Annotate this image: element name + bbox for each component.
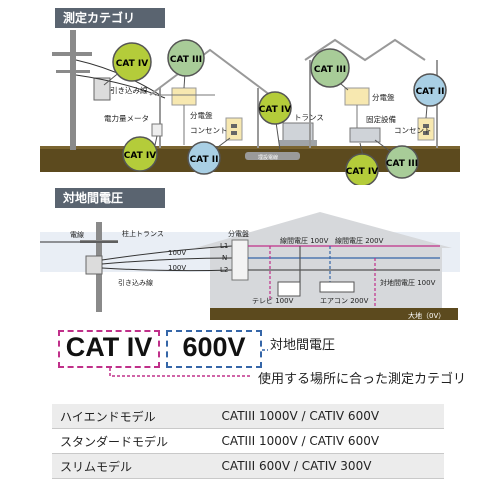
cat-bubble: CAT IV (345, 153, 379, 185)
voltage-rating-label: 対地間電圧 (270, 338, 336, 353)
label-service-drop: 引き込み線 (118, 278, 153, 287)
cat-bubble: CAT III (310, 48, 350, 88)
label-100v-bottom: 100V (168, 264, 186, 272)
cat-bubble: CAT III (385, 145, 419, 179)
bubble-label: CAT IV (124, 151, 156, 161)
table-row: スリムモデル CATIII 600V / CATIV 300V (52, 453, 444, 479)
panel-left-box (171, 87, 197, 106)
label-service-drop: 引き込み線 (110, 85, 148, 95)
label-panel: 分電盤 (228, 229, 249, 238)
label-aircon: エアコン 200V (320, 297, 369, 305)
bubble-label: CAT II (416, 87, 445, 97)
tv-icon (277, 281, 301, 297)
label-meter: 電力量メータ (104, 113, 149, 123)
cat-bubble: CAT IV (122, 136, 158, 172)
voltage-diagram: 電線 柱上トランス 引き込み線 100V 100V 分電盤 L1 N L2 線間… (40, 212, 460, 320)
label-ground-voltage: 対地間電圧 100V (380, 278, 436, 287)
table-row: スタンダードモデル CATIII 1000V / CATIV 600V (52, 428, 444, 454)
bubble-label: CAT III (386, 159, 418, 169)
voltage-rating-box: 600V (166, 330, 262, 368)
aircon-icon (319, 281, 355, 293)
rating-connectors (109, 349, 268, 377)
bubble-label: CAT IV (259, 105, 291, 115)
label-panel-right: 分電盤 (372, 92, 395, 102)
utility-pole (70, 30, 76, 150)
bubble-label: CAT II (190, 155, 219, 165)
label-pole-transformer: 柱上トランス (122, 229, 164, 238)
model-name: スタンダードモデル (52, 428, 214, 454)
label-outlet-right: コンセント (394, 126, 432, 135)
label-tv: テレビ 100V (252, 296, 294, 305)
model-spec-table: ハイエンドモデル CATIII 1000V / CATIV 600V スタンダー… (52, 404, 444, 479)
label-l1: L1 (220, 242, 228, 250)
category-rating-label: 使用する場所に合った測定カテゴリ (258, 372, 467, 387)
model-spec: CATIII 600V / CATIV 300V (213, 453, 444, 479)
table-row: ハイエンドモデル CATIII 1000V / CATIV 600V (52, 404, 444, 429)
model-name: ハイエンドモデル (52, 404, 214, 429)
label-panel-left: 分電盤 (190, 110, 213, 120)
label-n: N (222, 254, 227, 262)
pole-transformer (85, 255, 103, 275)
category-rating-box: CAT IV (58, 330, 160, 368)
earth-strip (210, 308, 458, 320)
category-diagram: CAT IV CAT III CAT IV CAT II CAT IV CAT … (40, 30, 460, 185)
label-fixed-equipment: 固定設備 (366, 114, 396, 124)
cat-bubble: CAT IV (112, 42, 152, 82)
bubble-label: CAT IV (346, 167, 378, 177)
section-title-voltage: 対地間電圧 (55, 188, 165, 208)
meter-box (151, 123, 163, 137)
bubble-label: CAT III (314, 65, 346, 75)
model-spec: CATIII 1000V / CATIV 600V (213, 428, 444, 454)
label-outlet-left: コンセント (190, 126, 228, 135)
bubble-label: CAT IV (116, 59, 148, 69)
model-spec: CATIII 1000V / CATIV 600V (213, 404, 444, 429)
house-roof (195, 212, 452, 248)
pole-transformer-box (93, 77, 111, 101)
model-name: スリムモデル (52, 453, 214, 479)
bubble-label: CAT III (170, 55, 202, 65)
label-100v-top: 100V (168, 249, 186, 257)
fixed-equipment-box (349, 127, 381, 143)
left-house (149, 48, 271, 148)
label-power-line: 電線 (70, 230, 84, 239)
label-underground: 埋設電線 (258, 154, 278, 161)
section-title-category: 測定カテゴリ (55, 8, 165, 28)
panel-box (231, 239, 249, 281)
cat-bubble: CAT III (167, 39, 205, 77)
label-transformer: トランス (294, 113, 324, 122)
outlet-left-box (225, 117, 243, 141)
label-line-200: 線間電圧 200V (335, 236, 384, 245)
underground-cable (245, 152, 300, 160)
label-earth: 大地（0V） (408, 311, 445, 320)
label-line-100: 線間電圧 100V (280, 236, 329, 245)
label-l2: L2 (220, 266, 228, 274)
panel-right-box (344, 87, 370, 106)
cat-bubble: CAT II (187, 141, 221, 175)
cat-bubble: CAT II (413, 73, 447, 107)
cat-bubble: CAT IV (258, 91, 292, 125)
